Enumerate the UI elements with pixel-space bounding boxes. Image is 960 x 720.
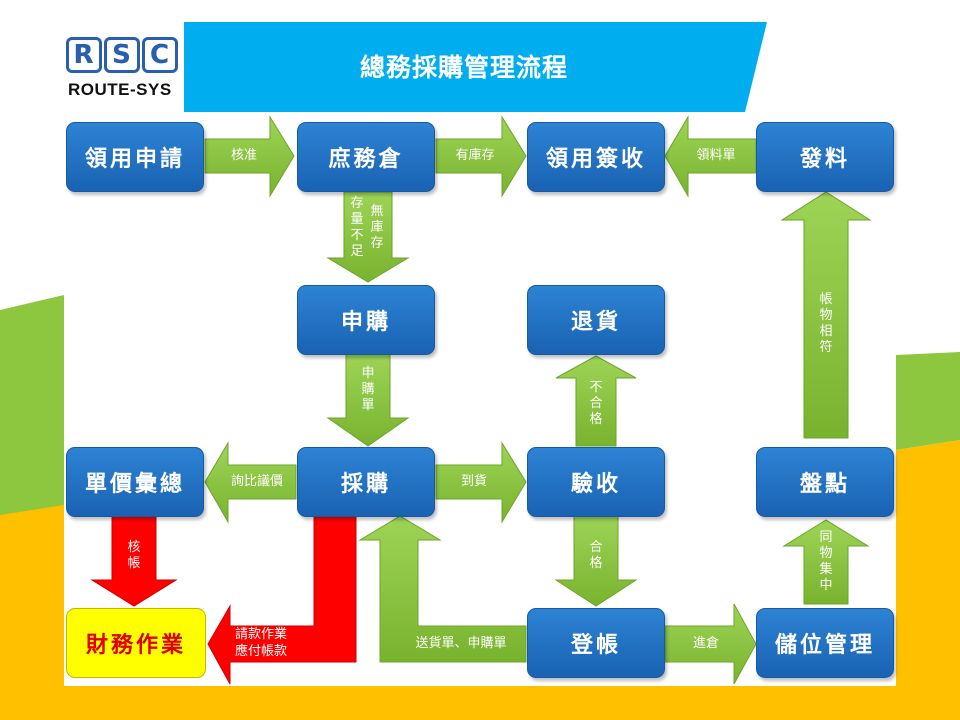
- arrow-pass: [554, 515, 638, 607]
- edge-label-approve: 核准: [230, 148, 257, 163]
- node-posting[interactable]: 登帳: [527, 608, 665, 678]
- edge-label-inquiry: 詢比議價: [230, 474, 283, 489]
- arrow-in-stock: [435, 115, 527, 198]
- node-inspection[interactable]: 驗收: [527, 447, 665, 517]
- edge-label-in-stock: 有庫存: [455, 148, 495, 163]
- edge-label-delivery-docs: 送貨單、申購單: [415, 636, 507, 651]
- edge-label-fail: 不合格: [589, 380, 603, 427]
- edge-label-pass: 合格: [589, 540, 603, 571]
- edge-label-payment-2: 應付帳款: [234, 644, 287, 659]
- arrow-fail: [555, 355, 637, 447]
- edge-label-arrival: 到貨: [460, 474, 487, 489]
- node-issue[interactable]: 發料: [756, 122, 894, 192]
- arrow-request-slip: [326, 353, 410, 447]
- logo-letter: S: [104, 37, 140, 73]
- arrow-approve-account: [90, 515, 178, 607]
- node-storage-mgmt[interactable]: 儲位管理: [756, 608, 894, 678]
- edge-label-low-stock: 存量不足: [350, 196, 364, 259]
- logo-letter: C: [142, 37, 178, 73]
- edge-label-no-stock: 無庫存: [370, 204, 384, 251]
- edge-label-same-item: 同物集中: [819, 530, 833, 593]
- arrow-into-warehouse: [664, 603, 757, 685]
- edge-label-request-slip: 申購單: [361, 366, 375, 413]
- node-price-summary[interactable]: 單價彙總: [66, 447, 204, 517]
- edge-label-account-match: 帳物相符: [819, 292, 833, 355]
- node-purchasing[interactable]: 採購: [297, 447, 435, 517]
- arrow-requisition-slip: [664, 115, 757, 198]
- arrow-arrival: [435, 441, 527, 524]
- node-warehouse[interactable]: 庶務倉: [297, 122, 435, 192]
- logo-text: ROUTE-SYS: [68, 80, 172, 99]
- page-title: 總務採購管理流程: [359, 53, 568, 82]
- node-finance[interactable]: 財務作業: [66, 608, 206, 678]
- node-apply[interactable]: 領用申請: [66, 122, 204, 192]
- arrow-payment: [207, 515, 357, 685]
- node-purchase-request[interactable]: 申購: [297, 285, 435, 355]
- edge-label-approve-account: 核帳: [127, 540, 141, 571]
- arrow-no-stock: [326, 191, 410, 283]
- edge-label-payment-1: 請款作業: [234, 627, 287, 642]
- edge-label-into-warehouse: 進倉: [692, 636, 719, 651]
- arrow-account-match: [780, 191, 872, 439]
- arrow-approve: [204, 115, 295, 198]
- node-return-goods[interactable]: 退貨: [527, 285, 665, 355]
- edge-label-requisition-slip: 領料單: [696, 148, 736, 163]
- node-stocktake[interactable]: 盤點: [756, 447, 894, 517]
- arrow-delivery-docs: [358, 515, 527, 663]
- arrow-same-item: [782, 519, 870, 605]
- node-receipt-sign[interactable]: 領用簽收: [527, 122, 665, 192]
- logo-letter: R: [66, 37, 102, 73]
- arrow-inquiry: [204, 441, 297, 524]
